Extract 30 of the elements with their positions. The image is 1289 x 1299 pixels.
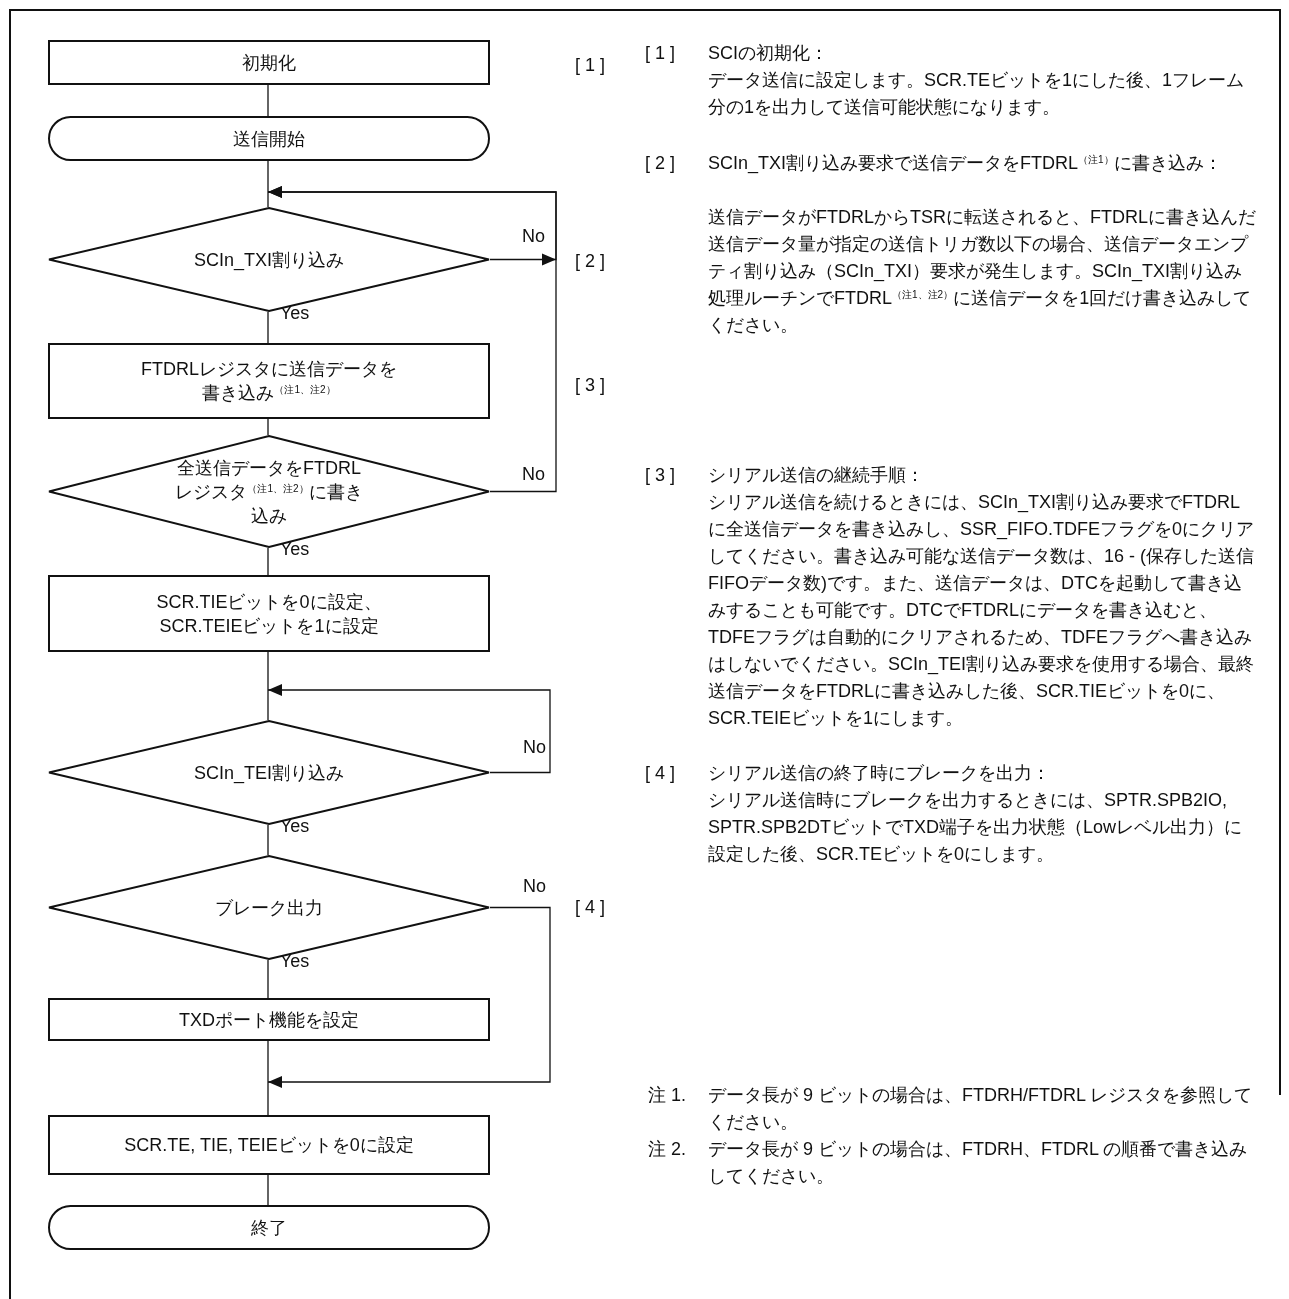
process-box: SCR.TIEビットを0に設定、SCR.TEIEビットを1に設定: [48, 575, 490, 652]
note-text: データ送信に設定します。SCR.TEビットを1にした後、1フレーム分の1を出力して送信可能状態になります。: [708, 69, 1246, 119]
terminal-box: 送信開始: [48, 116, 490, 161]
footnote-number: 注 2.: [648, 1138, 686, 1161]
step-number: [ 4 ]: [575, 896, 605, 919]
footnote-text: データ長が 9 ビットの場合は、FTDRH、FTDRL の順番で書き込みしてください。: [708, 1138, 1249, 1188]
step-number: [ 2 ]: [575, 250, 605, 273]
arrow: [267, 684, 551, 774]
note-heading: SCIn_TXI割り込み要求で送信データをFTDRL$^{（注1）}$に書き込み：: [708, 152, 1222, 176]
step-number: [ 4 ]: [645, 762, 675, 785]
step-number: [ 2 ]: [645, 152, 675, 175]
arrow: [267, 186, 557, 493]
footnote-number: 注 1.: [648, 1084, 686, 1107]
note-heading: シリアル送信の終了時にブレークを出力：: [708, 762, 1050, 785]
note-text: シリアル送信時にブレークを出力するときには、SPTR.SPB2IO, SPTR.SPB2DTビットでTXD端子を出力状態（Lowレベル出力）に設定した後、SCR.TEビットを0にします。: [708, 789, 1244, 866]
step-number: [ 1 ]: [645, 42, 675, 65]
process-box: SCR.TE, TIE, TEIEビットを0に設定: [48, 1115, 490, 1175]
step-number: [ 3 ]: [575, 374, 605, 397]
process-box: TXDポート機能を設定: [48, 998, 490, 1041]
arrow: [267, 906, 551, 1088]
note-heading: シリアル送信の継続手順：: [708, 464, 924, 487]
process-box: 初期化: [48, 40, 490, 85]
step-number: [ 1 ]: [575, 54, 605, 77]
process-box: FTDRLレジスタに送信データを書き込み$^{（注1、注2）}$: [48, 343, 490, 419]
footnote-text: データ長が 9 ビットの場合は、FTDRH/FTDRL レジスタを参照してください。: [708, 1084, 1254, 1134]
step-number: [ 3 ]: [645, 464, 675, 487]
note-text: シリアル送信を続けるときには、SCIn_TXI割り込み要求でFTDRLに全送信データを書き込みし、SSR_FIFO.TDFEフラグを0にクリアしてください。書き込み可能な送信データ数は、16 - (保存した送信FIFOデータ数)です。また、送信データは、DTCを起動して書き込みすることも可能です。DTCでFTDRLにデータを書き込むと、TDFEフラグは自動的にクリアされるため、TDFEフラグへ書き込みはしないでください。SCIn_TEI割り込み要求を使用する場合、最終送信データをFTDRLに書き込みした後、SCR.TIEビットを0に、SCR.TEIEビットを1にします。: [708, 491, 1256, 730]
note-heading: SCIの初期化：: [708, 42, 828, 65]
note-text: 送信データがFTDRLからTSRに転送されると、FTDRLに書き込んだ送信データ量が指定の送信トリガ数以下の場合、送信データエンプティ割り込み（SCIn_TXI）要求が発生します。SCIn_TXI割り込み処理ルーチンでFTDRL$^{（注1、注2）}$に送信データを1回だけ書き込みしてください。: [708, 206, 1256, 337]
terminal-box: 終了: [48, 1205, 490, 1250]
